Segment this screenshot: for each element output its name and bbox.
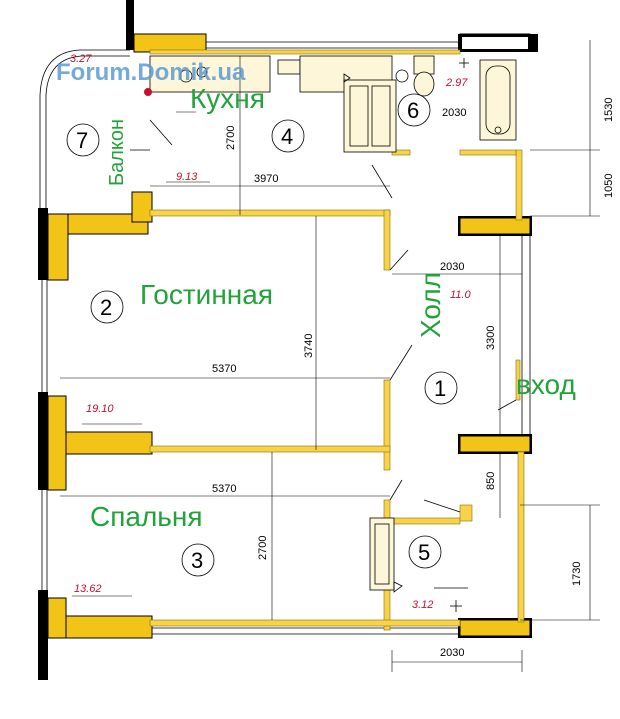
dim-living-depth: 3740 — [303, 334, 315, 358]
room-number-2: 2 — [100, 295, 112, 320]
top-windows — [150, 41, 460, 635]
exterior-walls — [38, 0, 538, 680]
dim-corridor: 850 — [485, 472, 497, 490]
area-bath: 2.97 — [445, 77, 468, 89]
bath-fixtures — [343, 55, 517, 153]
dim-bath-width: 2030 — [442, 107, 466, 119]
room-number-6: 6 — [407, 98, 419, 123]
room-number-5: 5 — [418, 540, 430, 565]
dim-kitchen-depth: 2700 — [225, 126, 237, 150]
entrance-label: вход — [516, 369, 576, 400]
dim-wc-width: 2030 — [440, 647, 464, 659]
area-bedroom: 13.62 — [74, 583, 102, 595]
area-balcony: 3.27 — [70, 53, 92, 65]
room-name-living: Гостинная — [140, 279, 273, 310]
area-living: 19.10 — [86, 403, 114, 415]
dimension-lines — [60, 40, 600, 672]
dim-living-width: 5370 — [212, 363, 236, 375]
doors — [149, 119, 517, 513]
dim-bedroom-depth: 2700 — [257, 536, 269, 560]
room-number-4: 4 — [281, 124, 293, 149]
balcony-outline — [39, 49, 150, 215]
dimension-labels: 3970 2700 2030 2030 3300 5370 3740 5370 … — [212, 98, 615, 659]
left-windows — [41, 280, 48, 595]
area-wc: 3.12 — [412, 599, 433, 611]
dim-kitchen-width: 3970 — [254, 173, 278, 185]
dim-bedroom-width: 5370 — [212, 483, 236, 495]
room-number-7: 7 — [76, 128, 88, 153]
room-names: Кухня Гостинная Спальня Холл Балкон вход — [90, 83, 576, 532]
room-name-hall: Холл — [415, 272, 446, 338]
room-name-balcony: Балкон — [106, 119, 128, 186]
room-number-1: 1 — [434, 376, 446, 401]
dim-hall-width: 2030 — [440, 261, 464, 273]
dim-right-top: 1530 — [603, 98, 615, 122]
area-hall: 11.0 — [450, 289, 471, 301]
dim-right-bottom: 1730 — [571, 562, 583, 586]
area-kitchen: 9.13 — [176, 171, 198, 183]
watermark: Forum.Domik.ua — [56, 59, 246, 86]
dim-hall-depth: 3300 — [485, 326, 497, 350]
interior-walls — [149, 49, 531, 631]
room-number-3: 3 — [191, 548, 203, 573]
room-name-bedroom: Спальня — [90, 501, 203, 532]
room-numbers: 1 2 3 4 5 6 7 — [66, 93, 458, 577]
dim-right-mid: 1050 — [603, 174, 615, 198]
area-labels: 3.27 9.13 19.10 13.62 11.0 2.97 3.12 — [70, 53, 471, 611]
room-name-kitchen: Кухня — [190, 83, 265, 114]
wc-fixtures — [369, 517, 468, 612]
